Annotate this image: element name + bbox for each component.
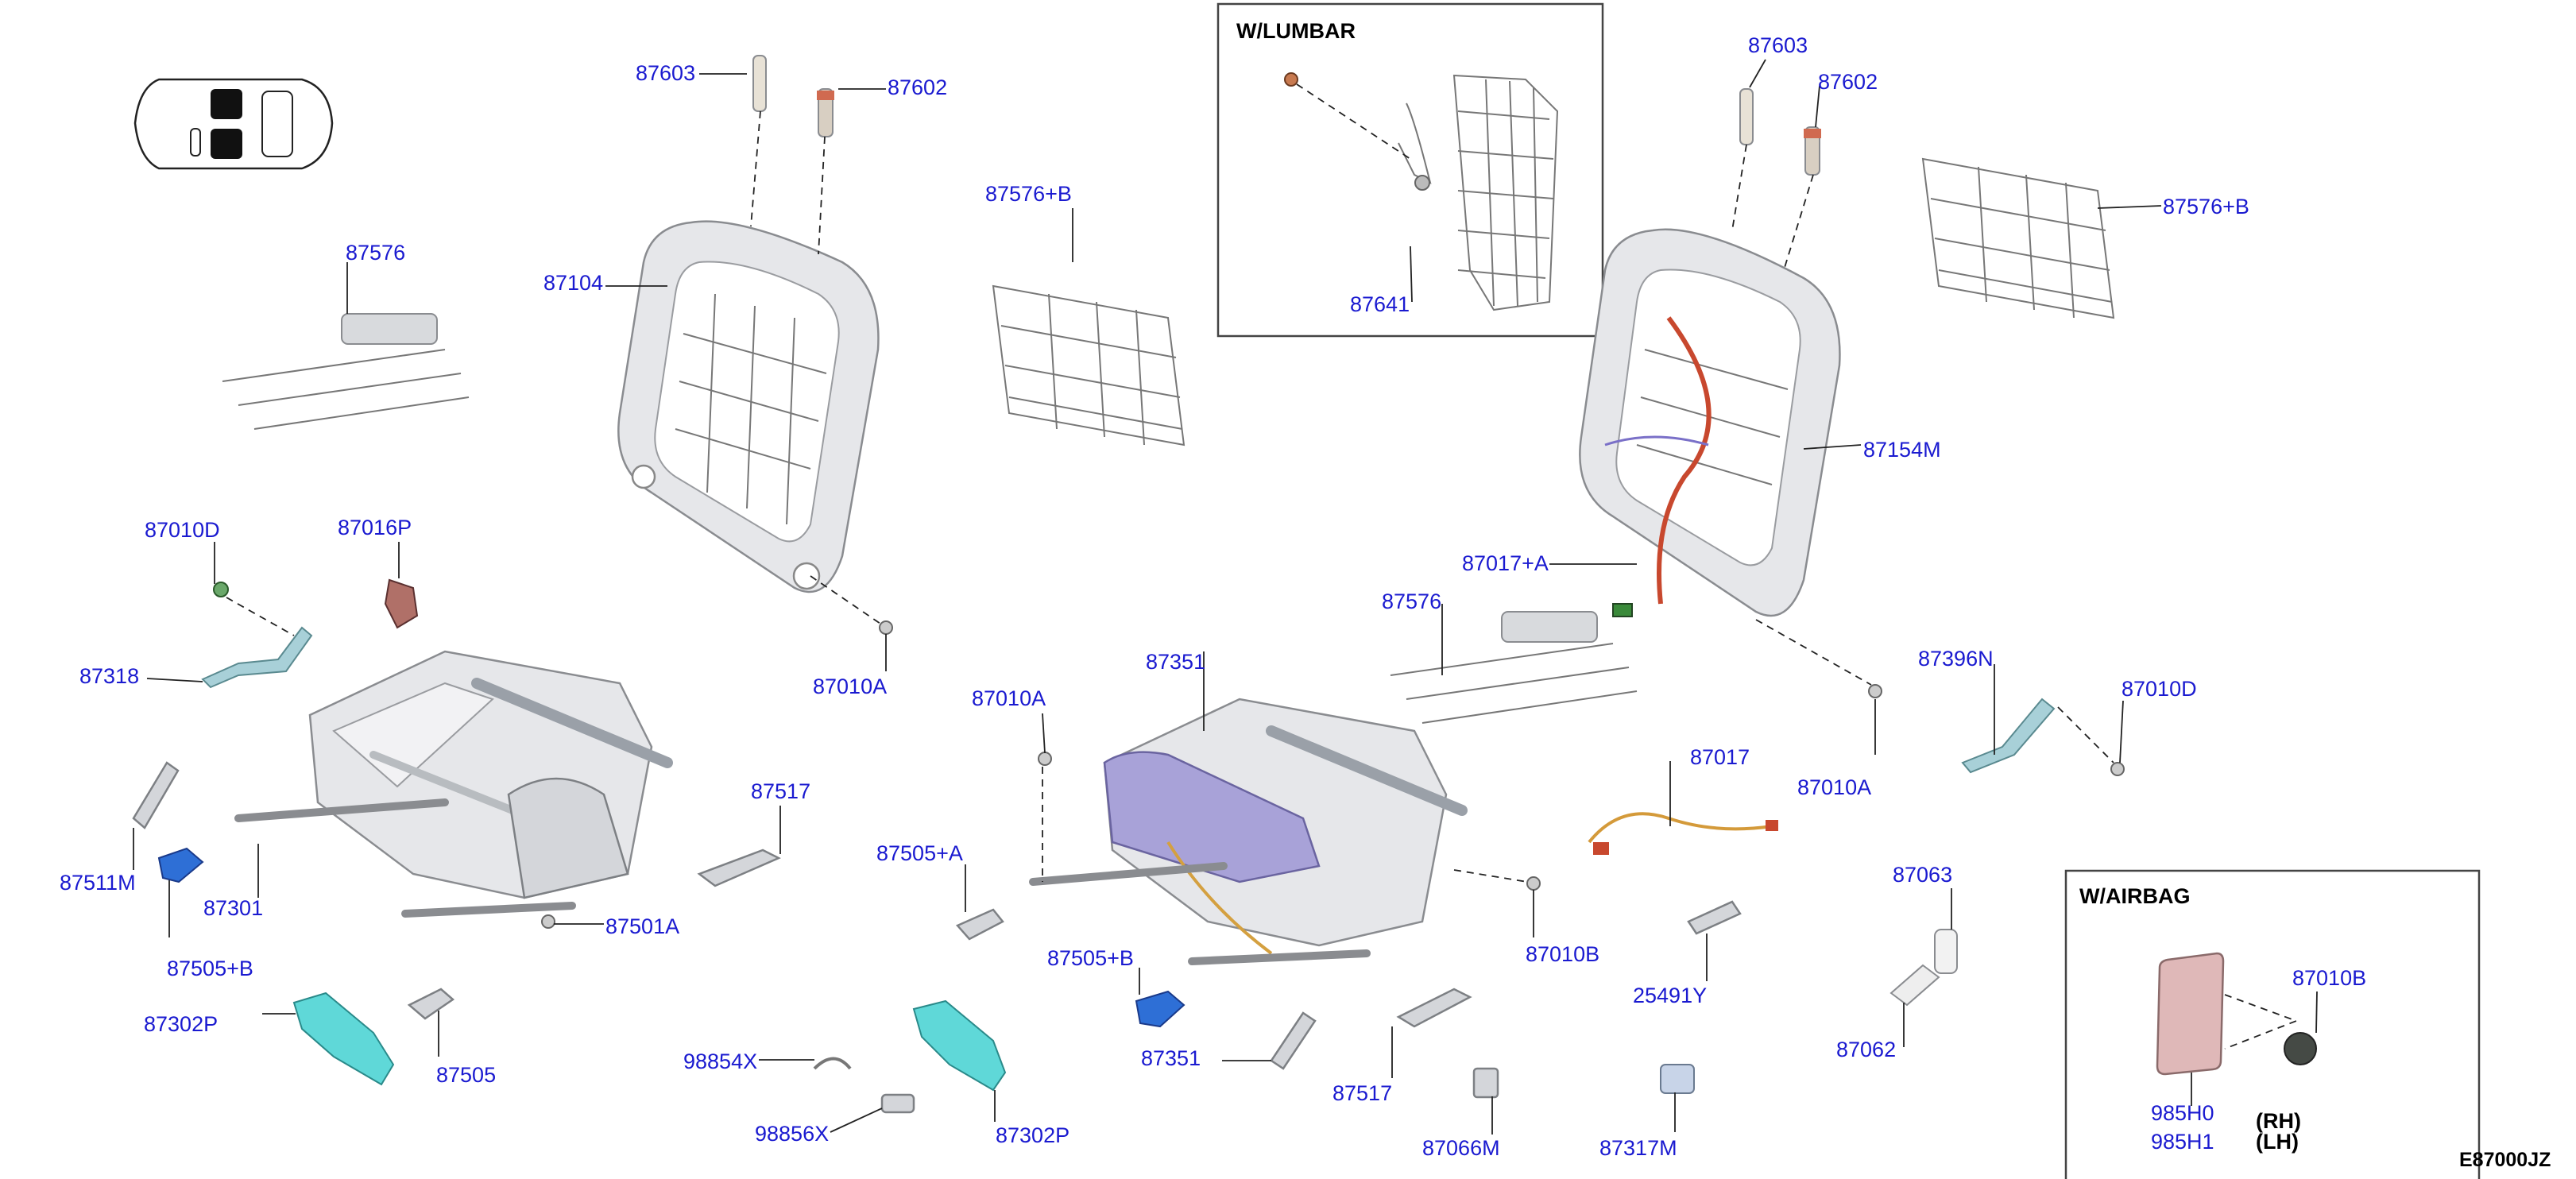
callout-985h0: 985H0 <box>2151 1101 2214 1125</box>
airbag-side-lh: (LH) <box>2256 1130 2299 1154</box>
callout-87602-left: 87602 <box>888 75 947 99</box>
clip-87317m <box>1660 1064 1695 1094</box>
spring-mat-87576b-right <box>1921 157 2115 319</box>
bracket-25491y <box>1687 900 1742 935</box>
callout-87318: 87318 <box>79 664 139 688</box>
bracket-87066m <box>1472 1067 1499 1099</box>
leader-lines <box>133 59 2162 1135</box>
airbag-inset: W/AIRBAG (RH) (LH) <box>2064 869 2481 1179</box>
callout-87576-left: 87576 <box>346 241 405 265</box>
airbag-side-rh: (RH) <box>2256 1109 2301 1133</box>
callout-87062: 87062 <box>1836 1038 1896 1061</box>
callout-87603-right: 87603 <box>1748 33 1808 57</box>
callout-87602-right: 87602 <box>1818 70 1878 94</box>
clip-98856x <box>880 1093 915 1114</box>
bracket-87396n <box>1961 698 2056 774</box>
callout-87104: 87104 <box>543 271 603 295</box>
bracket-87505a <box>955 908 1004 941</box>
bracket-87016p <box>384 578 419 629</box>
car-top-view-icon <box>133 78 334 170</box>
callout-87017: 87017 <box>1690 745 1750 769</box>
callout-87010a-left: 87010A <box>813 675 887 698</box>
spring-mat-87576-left <box>222 313 470 430</box>
callout-87010a-right: 87010A <box>1797 775 1871 799</box>
callout-87066m: 87066M <box>1422 1136 1500 1160</box>
spring-mat-87576b-mid <box>992 284 1186 446</box>
callout-87517-right: 87517 <box>1332 1081 1392 1105</box>
callout-985h1: 985H1 <box>2151 1130 2214 1154</box>
lumbar-mat <box>1398 74 1559 311</box>
bolts <box>541 620 2125 929</box>
lumbar-inset-title: W/LUMBAR <box>1236 19 1356 43</box>
callout-87603-left: 87603 <box>636 61 695 85</box>
callout-87017a: 87017+A <box>1462 551 1549 575</box>
clip-98854x <box>813 1057 852 1070</box>
bracket-87505b-left <box>157 847 204 883</box>
callout-87517-left: 87517 <box>751 779 810 803</box>
callout-98856x: 98856X <box>755 1122 829 1146</box>
callout-87505b-left: 87505+B <box>167 957 253 980</box>
lumbar-inset: W/LUMBAR <box>1216 2 1604 338</box>
bracket-87517-left <box>697 848 781 887</box>
callout-87016p: 87016P <box>338 516 412 539</box>
callout-87505a: 87505+A <box>876 841 963 865</box>
callout-labels: 87603 87602 87576 87104 87576+B 87010D 8… <box>60 33 2366 1160</box>
callout-87576-right: 87576 <box>1382 590 1441 613</box>
airbag-inset-title: W/AIRBAG <box>2079 884 2190 908</box>
seatback-frame-left <box>617 220 880 593</box>
harness-87017 <box>1588 812 1778 855</box>
callout-98854x: 98854X <box>683 1050 757 1073</box>
headrest-guide-87603-right <box>1739 88 1754 145</box>
callout-87501a: 87501A <box>605 914 679 938</box>
seat-cushion-frame-right <box>1029 698 1468 965</box>
bracket-87505-left <box>407 988 455 1020</box>
callout-87010b-mid: 87010B <box>1526 942 1599 966</box>
callout-87317m: 87317M <box>1599 1136 1677 1160</box>
seat-cushion-frame-left <box>234 650 673 918</box>
callout-87010a-mid: 87010A <box>972 686 1046 710</box>
seatback-frame-right <box>1579 228 1841 617</box>
callout-87302p-left: 87302P <box>144 1012 218 1036</box>
callout-87351-bot: 87351 <box>1141 1046 1201 1070</box>
callout-87063: 87063 <box>1893 863 1952 887</box>
bracket-87351-bot <box>1270 1011 1317 1070</box>
callout-87302p-right: 87302P <box>996 1123 1069 1147</box>
callout-87641: 87641 <box>1350 292 1410 316</box>
callout-87301: 87301 <box>203 896 263 920</box>
knob-87063 <box>1934 929 1958 974</box>
callout-87505b-mid: 87505+B <box>1047 946 1134 970</box>
bracket-87511m <box>132 761 180 829</box>
bracket-87318 <box>201 626 313 689</box>
cover-87302p-left <box>292 992 395 1086</box>
callout-87511m: 87511M <box>60 871 136 895</box>
clip-87010d-left <box>213 582 229 597</box>
callout-87010d-left: 87010D <box>145 518 220 542</box>
headrest-guide-87602-right <box>1804 126 1821 176</box>
callout-87576b-mid: 87576+B <box>985 182 1072 206</box>
callout-87505: 87505 <box>436 1063 496 1087</box>
knob-87062 <box>1889 964 1940 1007</box>
callout-25491y: 25491Y <box>1633 984 1707 1007</box>
bracket-87517-right <box>1396 988 1472 1028</box>
diagram-code: E87000JZ <box>2459 1149 2551 1171</box>
bracket-87505b-mid <box>1135 990 1186 1028</box>
spring-mat-87576-right <box>1390 611 1638 724</box>
cover-87302p-right <box>912 999 1007 1092</box>
callout-87576b-right: 87576+B <box>2163 195 2249 218</box>
callout-87154m: 87154M <box>1863 438 1941 462</box>
headrest-guide-87603-left <box>752 55 767 112</box>
callout-87010d-right: 87010D <box>2122 677 2197 701</box>
callout-87010b-right: 87010B <box>2292 966 2366 990</box>
callout-87396n: 87396N <box>1918 647 1994 671</box>
callout-87351-top: 87351 <box>1146 650 1205 674</box>
headrest-guide-87602-left <box>817 88 834 137</box>
